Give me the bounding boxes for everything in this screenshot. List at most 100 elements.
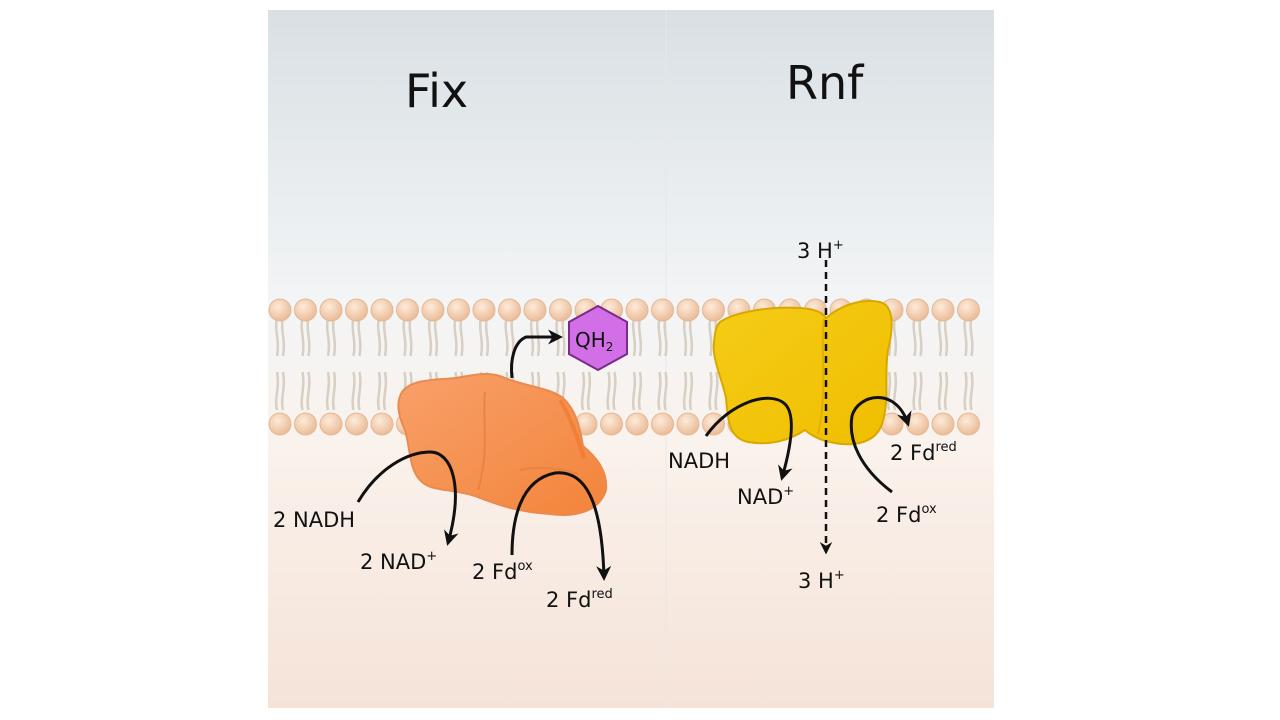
lipid-tail: [714, 371, 719, 411]
lipid-tail: [325, 317, 331, 357]
rnf-fd-red-label: 2 Fdred: [890, 440, 957, 465]
lipid-tail: [580, 371, 586, 411]
lipid-head: [294, 412, 317, 436]
lipid-tail: [300, 371, 305, 411]
lipid-tail: [708, 317, 713, 357]
quinol-label: QH2: [575, 328, 614, 354]
lipid-head: [345, 298, 368, 322]
lipid-head: [447, 298, 470, 322]
fix-nadh-oxidation-arrow: [356, 450, 459, 546]
lipid-tail: [478, 317, 484, 357]
lipid-tail: [637, 371, 643, 411]
lipid-tail: [708, 371, 713, 411]
lipid-tail: [325, 371, 331, 411]
fix-title: Fix: [405, 64, 469, 118]
lipid-tail: [688, 371, 694, 411]
fix-nadh-label: 2 NADH: [273, 508, 356, 532]
lipid-tail: [912, 371, 917, 411]
lipid-tail: [453, 317, 458, 357]
lipid-tail: [306, 371, 311, 411]
lipid-tail: [351, 317, 356, 357]
lipid-head: [625, 298, 649, 322]
lipid-tail: [682, 317, 688, 357]
fix-protein-shade: [558, 398, 586, 459]
lipid-tail: [918, 371, 923, 411]
lipid-head: [931, 298, 955, 322]
lipid-tail: [280, 371, 286, 411]
lipid-tail: [612, 371, 617, 411]
lipid-head: [931, 412, 955, 436]
lipid-head: [370, 412, 394, 436]
lipid-head: [498, 298, 521, 322]
fix-fd-ox-label: 2 Fdox: [472, 559, 533, 584]
lipid-head: [472, 298, 496, 322]
fix-protein-complex: [397, 372, 608, 516]
lipid-head: [625, 412, 649, 436]
lipid-head: [676, 298, 700, 322]
lipid-tail: [300, 317, 305, 357]
rnf-ferredoxin-reduction-arrow: [849, 396, 912, 494]
rnf-proton-top-label: 3 H+: [797, 238, 844, 263]
lipid-tail: [912, 317, 917, 357]
lipid-tail: [937, 371, 943, 411]
fix-protein-fold-line: [519, 466, 579, 475]
lipid-tail: [892, 371, 898, 411]
lipid-head: [268, 412, 292, 436]
lipid-head: [549, 298, 572, 322]
lipid-tail: [427, 317, 433, 357]
lipid-head: [370, 298, 394, 322]
rnf-title: Rnf: [786, 56, 864, 110]
rnf-nad-label: NAD+: [737, 484, 795, 509]
lipid-head: [906, 298, 929, 322]
fix-fd-red-label: 2 Fdred: [546, 587, 613, 612]
lipid-tail: [631, 317, 637, 357]
lipid-tail: [657, 317, 662, 357]
rnf-nadh-label: NADH: [668, 449, 731, 473]
lipid-head: [421, 298, 445, 322]
lipid-tail: [606, 371, 611, 411]
fix-nad-label: 2 NAD+: [360, 549, 438, 574]
fix-protein-fold-line: [477, 391, 486, 491]
lipid-tail: [357, 371, 362, 411]
lipid-head: [651, 412, 674, 436]
lipid-head: [676, 412, 700, 436]
rnf-proton-bottom-label: 3 H+: [798, 568, 845, 593]
lipid-tail: [943, 371, 949, 411]
lipid-tail: [963, 317, 968, 357]
lipid-head: [702, 298, 725, 322]
lipid-head: [651, 298, 674, 322]
lipid-tail: [274, 317, 280, 357]
lipid-head: [319, 298, 343, 322]
lipid-tail: [351, 371, 356, 411]
lipid-head: [906, 412, 929, 436]
lipid-tail: [382, 371, 388, 411]
lipid-tail: [682, 371, 688, 411]
lipid-tail: [657, 371, 662, 411]
lipid-head: [294, 298, 317, 322]
rnf-protein-complex: [712, 300, 893, 446]
lipid-head: [600, 412, 623, 436]
lipid-tail: [631, 371, 637, 411]
lipid-tail: [376, 371, 382, 411]
lipid-head: [702, 412, 725, 436]
lipid-tail: [886, 371, 892, 411]
lipid-tail: [969, 371, 974, 411]
lipid-tail: [274, 371, 280, 411]
fix-ferredoxin-reduction-arrow: [510, 471, 612, 581]
lipid-head: [345, 412, 368, 436]
fix-quinol-reduction-arrow: [510, 329, 563, 379]
lipid-head: [957, 412, 980, 436]
lipid-tail: [402, 317, 407, 357]
lipid-head: [957, 298, 980, 322]
rnf-fd-ox-label: 2 Fdox: [876, 502, 937, 527]
lipid-tail: [663, 371, 668, 411]
rnf-nadh-oxidation-arrow: [704, 396, 793, 481]
rnf-protein-fold-line: [817, 317, 825, 435]
quinol-hexagon: [568, 304, 628, 372]
lipid-head: [396, 298, 419, 322]
lipid-tail: [586, 371, 592, 411]
lipid-tail: [376, 317, 382, 357]
lipid-tail: [937, 317, 943, 357]
lipid-tail: [331, 371, 337, 411]
